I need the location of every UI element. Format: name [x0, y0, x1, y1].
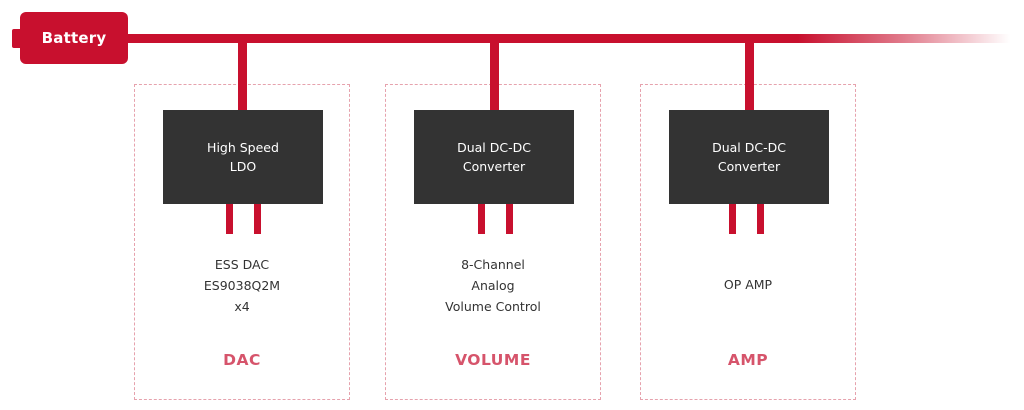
battery-block: Battery [20, 12, 128, 64]
main-power-bus [126, 34, 1010, 43]
component-dac: ESS DAC ES9038Q2M x4 [203, 257, 281, 314]
component-volume: 8-Channel Analog Volume Control [445, 257, 541, 314]
converter-label-volume: Dual DC-DC Converter [457, 140, 531, 174]
rail-amp-1 [729, 204, 736, 234]
rail-dac-1 [226, 204, 233, 234]
feeder-dac [238, 38, 247, 112]
component-amp: OP AMP [723, 277, 773, 292]
converter-label-dac: High Speed LDO [207, 140, 279, 174]
converter-label-amp: Dual DC-DC Converter [712, 140, 786, 174]
section-label-amp: AMP [727, 351, 769, 369]
converter-block-volume: Dual DC-DC Converter [414, 110, 574, 204]
rail-dac-2 [254, 204, 261, 234]
converter-block-amp: Dual DC-DC Converter [669, 110, 829, 204]
feeder-volume [490, 38, 499, 112]
battery-terminal [12, 29, 22, 48]
battery-label: Battery [41, 29, 107, 47]
rail-volume-1 [478, 204, 485, 234]
section-label-dac: DAC [223, 351, 261, 369]
rail-volume-2 [506, 204, 513, 234]
rail-amp-2 [757, 204, 764, 234]
section-label-volume: VOLUME [455, 351, 531, 369]
converter-block-dac: High Speed LDO [163, 110, 323, 204]
feeder-amp [745, 38, 754, 112]
